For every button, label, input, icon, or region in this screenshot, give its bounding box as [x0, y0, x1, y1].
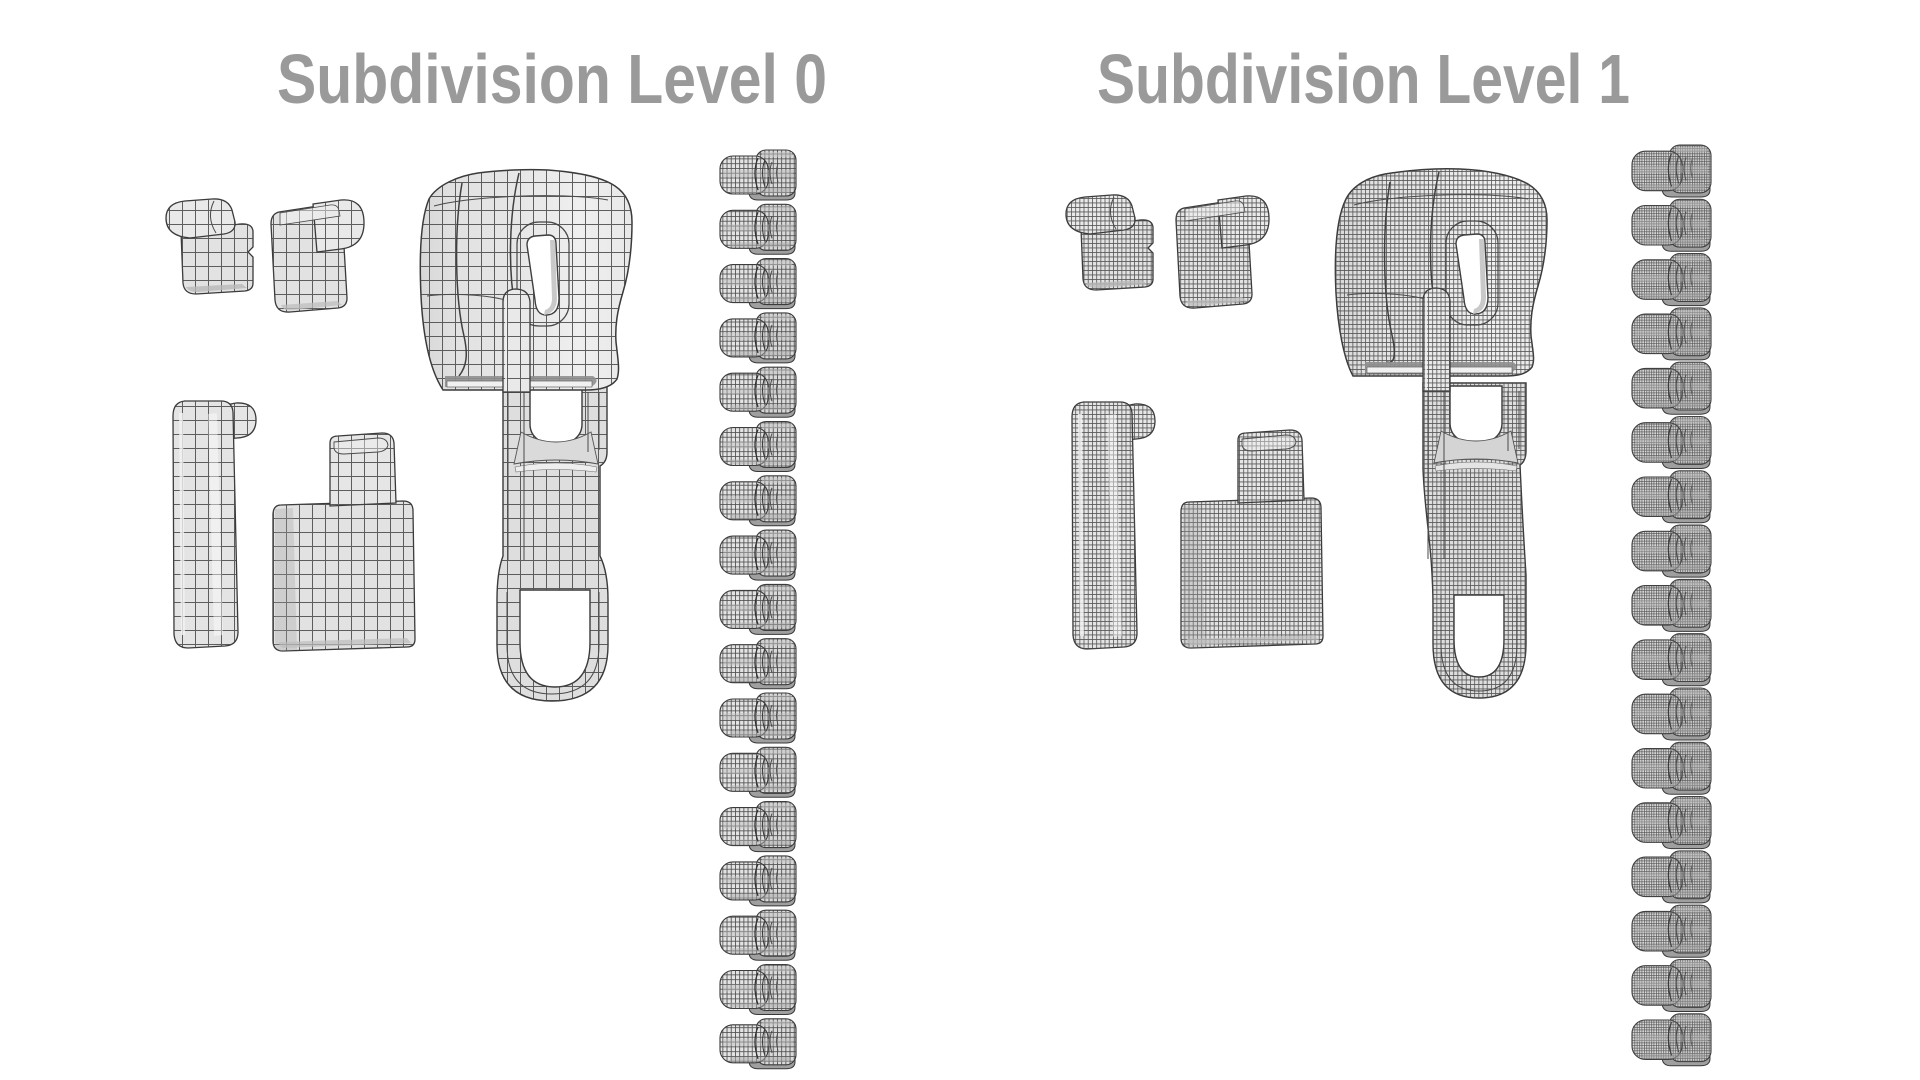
svg-text:Subdivision Level 0: Subdivision Level 0	[277, 40, 827, 118]
svg-text:Subdivision Level 1: Subdivision Level 1	[1097, 40, 1630, 118]
